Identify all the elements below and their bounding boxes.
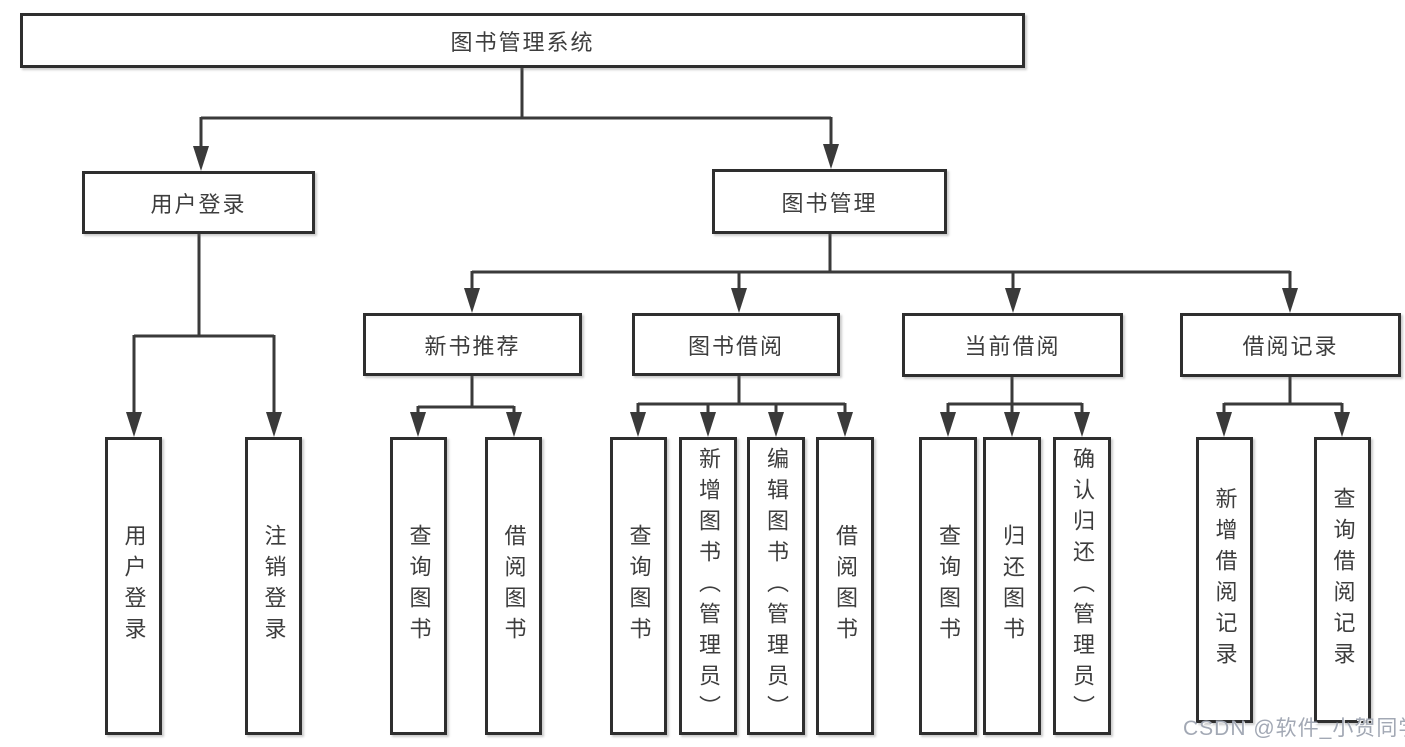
node-leaf-borrow-book-2-label: 借阅图书: [833, 524, 858, 648]
node-root-label: 图书管理系统: [450, 29, 595, 55]
node-leaf-query-record: 查询借阅记录: [1314, 437, 1371, 723]
node-leaf-query-book-1-label: 查询图书: [406, 524, 432, 648]
node-user-login: 用户登录: [82, 171, 315, 234]
node-root: 图书管理系统: [20, 13, 1025, 68]
connector-current-borrow-children: [940, 377, 1090, 437]
node-book-borrow: 图书借阅: [632, 313, 840, 376]
node-leaf-user-login-label: 用户登录: [121, 524, 147, 648]
node-leaf-query-record-label: 查询借阅记录: [1330, 487, 1356, 673]
node-leaf-return-book-label: 归还图书: [1000, 524, 1025, 648]
node-current-borrow-label: 当前借阅: [964, 334, 1061, 359]
node-book-borrow-label: 图书借阅: [687, 333, 784, 359]
node-leaf-user-login: 用户登录: [105, 437, 162, 735]
node-leaf-add-record: 新增借阅记录: [1196, 437, 1253, 723]
node-leaf-logout-label: 注销登录: [261, 524, 287, 648]
node-current-borrow: 当前借阅: [902, 313, 1123, 377]
connector-new-book-rec-children: [410, 376, 522, 437]
node-leaf-query-book-3: 查询图书: [919, 437, 977, 735]
node-leaf-add-record-label: 新增借阅记录: [1212, 487, 1238, 673]
node-leaf-borrow-book-1-label: 借阅图书: [501, 524, 527, 648]
node-leaf-add-book-label: 新增图书（管理员）: [696, 446, 721, 726]
node-leaf-query-book-3-label: 查询图书: [936, 524, 961, 648]
node-borrow-record: 借阅记录: [1180, 313, 1401, 377]
node-leaf-return-book: 归还图书: [983, 437, 1041, 735]
node-leaf-borrow-book-1: 借阅图书: [485, 437, 542, 735]
node-leaf-confirm-return: 确认归还（管理员）: [1053, 437, 1111, 735]
connector-borrow-record-children: [1216, 377, 1350, 437]
node-leaf-borrow-book-2: 借阅图书: [816, 437, 874, 735]
node-book-mgmt-label: 图书管理: [781, 190, 878, 216]
connector-root-children: [193, 68, 839, 171]
csdn-watermark: CSDN @软件_小贺同学: [1183, 717, 1405, 740]
node-new-book-rec: 新书推荐: [363, 313, 582, 376]
connector-book-borrow-children: [630, 376, 853, 437]
connector-user-login-children: [126, 234, 282, 437]
node-leaf-query-book-2-label: 查询图书: [626, 524, 652, 648]
node-leaf-edit-book: 编辑图书（管理员）: [747, 437, 805, 735]
node-leaf-logout: 注销登录: [245, 437, 302, 735]
node-leaf-query-book-1: 查询图书: [390, 437, 447, 735]
node-new-book-rec-label: 新书推荐: [424, 333, 521, 359]
node-borrow-record-label: 借阅记录: [1242, 334, 1339, 359]
node-user-login-label: 用户登录: [150, 191, 247, 217]
node-leaf-edit-book-label: 编辑图书（管理员）: [764, 446, 789, 726]
node-leaf-query-book-2: 查询图书: [610, 437, 667, 735]
connector-book-mgmt-children: [464, 234, 1298, 313]
node-leaf-add-book: 新增图书（管理员）: [679, 437, 737, 735]
node-leaf-confirm-return-label: 确认归还（管理员）: [1070, 446, 1095, 726]
node-book-mgmt: 图书管理: [712, 169, 947, 234]
